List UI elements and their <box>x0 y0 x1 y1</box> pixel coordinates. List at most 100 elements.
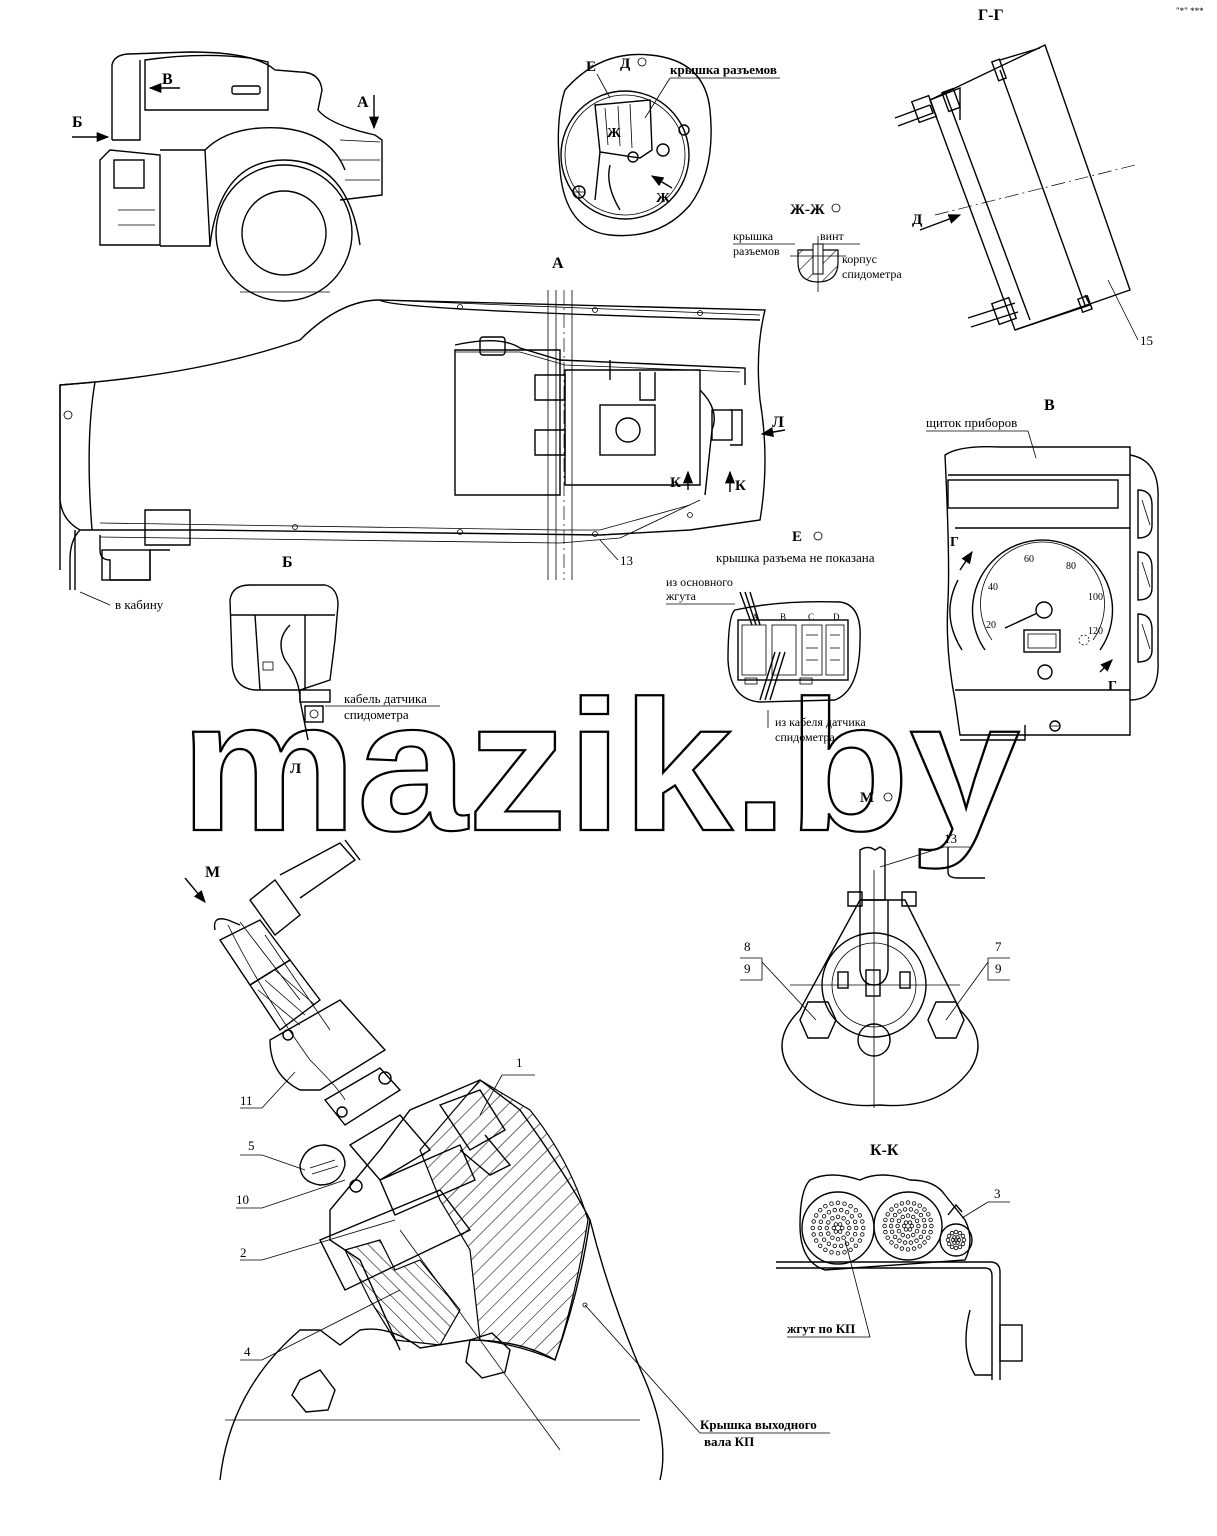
speedo-20: 20 <box>986 620 996 631</box>
view-label-b-2: Б <box>282 554 293 571</box>
connector-pin <box>908 1207 914 1212</box>
view-label-m-2: М <box>860 790 874 806</box>
connector-pin <box>897 1209 902 1214</box>
label-output-shaft-cover-1: Крышка выходного <box>700 1417 817 1432</box>
connector-pin <box>949 1230 955 1236</box>
connector-pin <box>899 1201 905 1206</box>
speedo-120: 120 <box>1088 626 1103 637</box>
connector-pin <box>902 1240 908 1245</box>
connector-pin <box>823 1247 828 1252</box>
connector-pin <box>905 1200 911 1205</box>
connector-pin <box>897 1238 902 1243</box>
view-label-g-1: Г <box>950 535 959 550</box>
connector-pin <box>860 1232 865 1237</box>
connector-pin <box>928 1229 933 1235</box>
connector-pin <box>922 1240 927 1245</box>
view-label-e-2: Е <box>792 529 802 545</box>
connector-pin <box>845 1220 850 1225</box>
connector-pin <box>835 1200 841 1205</box>
label-to-cab: в кабину <box>115 597 164 612</box>
label-sensor-cable-2: спидометра <box>344 707 409 722</box>
view-label-v: В <box>162 71 173 88</box>
connector-pin <box>946 1233 952 1239</box>
connector-pin <box>909 1223 915 1229</box>
connector-pin <box>961 1237 967 1243</box>
pos-10: 10 <box>236 1192 249 1207</box>
connector-pin <box>892 1234 898 1240</box>
connector-pin <box>841 1216 846 1221</box>
connector-pin <box>945 1237 951 1243</box>
pos-4: 4 <box>244 1344 251 1359</box>
connector-pin <box>911 1214 916 1220</box>
connector-pin <box>837 1222 843 1227</box>
connector-pin <box>889 1229 895 1234</box>
connector-pin <box>853 1243 858 1248</box>
connector-pin <box>840 1225 845 1231</box>
connector-pin <box>818 1219 824 1224</box>
connector-pin <box>953 1229 959 1235</box>
connector-pin <box>916 1223 921 1229</box>
connector-pin <box>903 1220 909 1225</box>
view-label-v-2: В <box>1044 397 1055 414</box>
connector-pin <box>824 1225 829 1231</box>
pos-9-right: 9 <box>995 961 1002 976</box>
connector-pin <box>911 1201 917 1206</box>
view-label-a: А <box>357 94 369 111</box>
connector-pin <box>903 1227 909 1232</box>
connector-pin <box>902 1207 908 1212</box>
label-housing-2: спидометра <box>842 267 902 281</box>
connector-pin <box>826 1209 832 1215</box>
view-label-zh-1: Ж <box>607 126 621 141</box>
pos-9-left: 9 <box>744 961 751 976</box>
connector-pin <box>861 1225 866 1231</box>
speedo-80: 80 <box>1066 561 1076 572</box>
connector-pin <box>914 1238 919 1243</box>
connector-pin <box>918 1212 924 1218</box>
connector-pin <box>888 1223 894 1229</box>
connector-pin <box>949 1244 955 1250</box>
connector-pin <box>922 1207 927 1212</box>
truck-cab-side-view <box>99 51 383 302</box>
connector-pin <box>957 1244 963 1250</box>
label-output-shaft-cover-2: вала КП <box>704 1434 754 1449</box>
view-label-k-1: К <box>670 475 681 491</box>
connector-pin <box>852 1219 858 1224</box>
connector-pin <box>826 1231 831 1236</box>
connector-pin <box>839 1207 844 1213</box>
connector-pin <box>842 1201 847 1206</box>
view-label-d: Д <box>620 56 631 72</box>
connector-pin <box>921 1217 927 1223</box>
connector-pin <box>810 1225 815 1231</box>
connector-pin <box>817 1225 822 1231</box>
connector-pin <box>844 1209 850 1215</box>
connector-pin <box>835 1214 841 1219</box>
connector-pin <box>818 1243 823 1248</box>
view-m-output-shaft <box>213 839 664 1481</box>
connector-pin <box>857 1213 862 1218</box>
label-connector-cover-2: разъемов <box>733 244 780 258</box>
view-e-connector-detail <box>557 53 712 237</box>
section-label-k-k: К-К <box>870 1142 899 1159</box>
connector-pin <box>908 1240 914 1245</box>
connector-pin <box>847 1225 852 1231</box>
connector-pin <box>960 1233 966 1239</box>
section-k-k-drawing <box>776 1174 1023 1380</box>
connector-pin <box>848 1203 853 1209</box>
view-b-cab-rear <box>229 584 339 741</box>
connector-pin <box>829 1201 834 1206</box>
connector-pin <box>953 1245 959 1251</box>
connector-pin <box>911 1232 916 1238</box>
label-from-sensor-cable-1: из кабеля датчика <box>775 715 866 729</box>
connector-pin <box>832 1243 837 1249</box>
connector-pin <box>883 1217 888 1223</box>
pos-2: 2 <box>240 1245 247 1260</box>
connector-pin <box>894 1244 899 1249</box>
pos-1: 1 <box>516 1055 523 1070</box>
view-label-m: М <box>205 864 220 881</box>
connector-pin <box>883 1229 888 1235</box>
connector-pin <box>907 1227 913 1232</box>
section-label-zh-zh: Ж-Ж <box>790 202 825 218</box>
view-label-d-2: Д <box>912 212 923 228</box>
connector-pin <box>955 1235 960 1240</box>
